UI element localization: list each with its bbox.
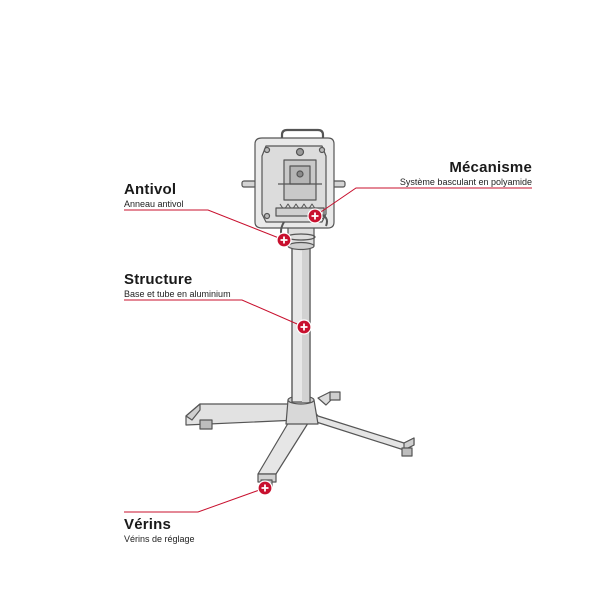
leader-lines bbox=[124, 187, 532, 513]
callout-title: Antivol bbox=[124, 181, 177, 198]
leader-line-verins bbox=[124, 487, 266, 513]
leg-left bbox=[185, 403, 299, 430]
leg-back-right bbox=[317, 391, 341, 406]
leg-front bbox=[257, 419, 311, 488]
callout-title: Structure bbox=[124, 271, 193, 288]
plus-circle-icon[interactable] bbox=[276, 232, 292, 248]
leg-right bbox=[309, 405, 415, 457]
callout-verins: Vérins Vérins de réglage bbox=[124, 517, 195, 544]
callout-subtitle: Base et tube en aluminium bbox=[124, 289, 231, 299]
callout-antivol: Antivol Anneau antivol bbox=[124, 182, 184, 209]
callout-structure: Structure Base et tube en aluminium bbox=[124, 272, 231, 299]
callout-title: Mécanisme bbox=[449, 159, 532, 176]
callout-title: Vérins bbox=[124, 516, 172, 533]
leader-line-structure bbox=[124, 299, 305, 328]
leader-line-mecanisme bbox=[314, 187, 532, 217]
table-base-illustration bbox=[185, 128, 415, 488]
plus-circle-icon[interactable] bbox=[257, 480, 273, 496]
tilting-mechanism bbox=[241, 128, 346, 241]
callout-mecanisme: Mécanisme Système basculant en polyamide bbox=[400, 160, 532, 187]
plus-circle-icon[interactable] bbox=[307, 208, 323, 224]
plus-markers bbox=[257, 208, 323, 496]
leader-line-antivol bbox=[124, 209, 285, 241]
callout-subtitle: Vérins de réglage bbox=[124, 534, 195, 544]
plus-circle-icon[interactable] bbox=[296, 319, 312, 335]
callout-subtitle: Système basculant en polyamide bbox=[399, 177, 532, 187]
callout-subtitle: Anneau antivol bbox=[124, 199, 184, 209]
